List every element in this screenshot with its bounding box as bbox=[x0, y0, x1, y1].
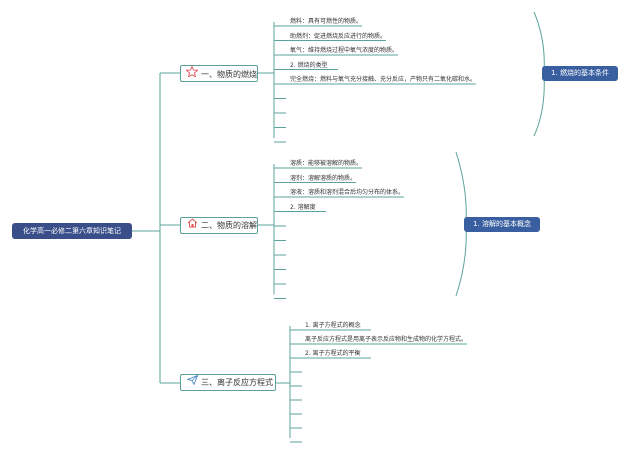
branch-label: 三、离子反应方程式 bbox=[201, 378, 273, 387]
leaf-item[interactable]: 氧气：维持燃烧过程中氧气浓度的物质。 bbox=[290, 47, 399, 54]
summary-dissolution[interactable]: 1. 溶解的基本概念 bbox=[464, 217, 540, 232]
root-node[interactable]: 化学高一必修二第六章知识笔记 bbox=[12, 223, 132, 239]
leaf-item[interactable]: 2. 离子方程式的平衡 bbox=[305, 350, 361, 357]
branch-label: 一、物质的燃烧 bbox=[201, 70, 257, 79]
leaf-item[interactable]: 2. 溶解度 bbox=[290, 203, 316, 211]
leaf-item[interactable]: 溶液：溶质和溶剂混合后均匀分布的体系。 bbox=[290, 189, 405, 196]
home-icon bbox=[185, 218, 199, 233]
leaf-item[interactable]: 离子反应方程式是用离子表示反应物和生成物的化学方程式。 bbox=[305, 336, 468, 343]
leaf-item[interactable]: 燃料：具有可燃性的物质。 bbox=[290, 18, 363, 25]
branch-label: 二、物质的溶解 bbox=[201, 221, 257, 230]
star-icon bbox=[185, 65, 199, 82]
summary-combustion[interactable]: 1. 燃烧的基本条件 bbox=[542, 66, 618, 81]
leaf-item[interactable]: 溶质：能够被溶解的物质。 bbox=[290, 160, 363, 167]
leaf-item[interactable]: 助燃剂：促进燃烧反应进行的物质。 bbox=[290, 32, 387, 40]
leaf-item[interactable]: 溶剂：溶解溶质的物质。 bbox=[290, 174, 357, 182]
send-icon bbox=[185, 374, 199, 390]
branch-ionic-equations[interactable]: 三、离子反应方程式 bbox=[180, 374, 276, 391]
branch-dissolution[interactable]: 二、物质的溶解 bbox=[180, 217, 258, 234]
leaf-item[interactable]: 2. 燃烧的类型 bbox=[290, 61, 328, 69]
branch-combustion[interactable]: 一、物质的燃烧 bbox=[180, 65, 258, 82]
leaf-item[interactable]: 完全燃烧：燃料与氧气充分接触、充分反应，产物只有二氧化碳和水。 bbox=[290, 76, 477, 83]
leaf-item[interactable]: 1. 离子方程式的概念 bbox=[305, 322, 361, 329]
